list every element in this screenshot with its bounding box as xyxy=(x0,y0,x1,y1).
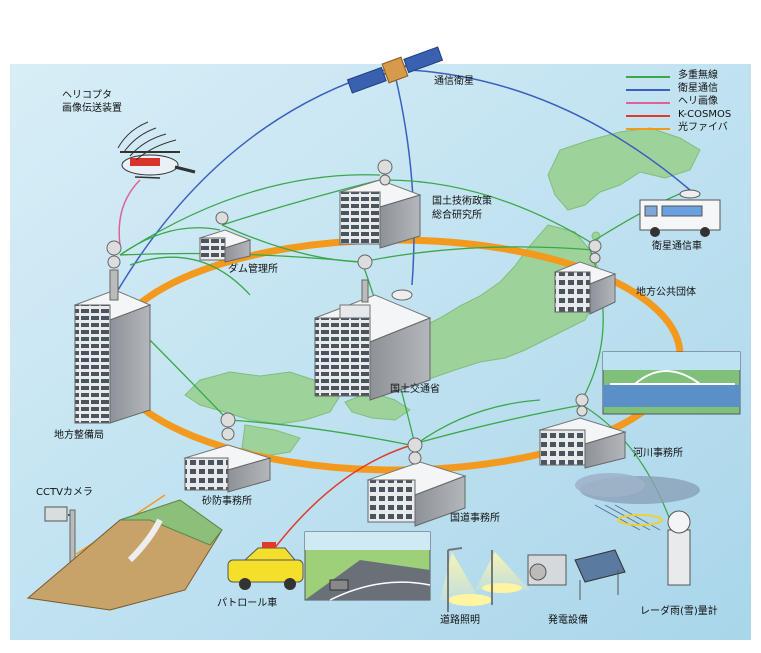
kcosmos-link xyxy=(261,444,413,566)
satellite-truck-icon xyxy=(639,189,721,237)
legend-label: 多重無線 xyxy=(678,70,718,81)
legend-swatch xyxy=(626,128,670,130)
legend-item-heli: ヘリ画像 xyxy=(622,96,752,109)
road-lighting-icon xyxy=(440,547,530,612)
cctv-camera-icon xyxy=(44,506,76,576)
legend-label: 衛星通信 xyxy=(678,83,718,94)
label-sabo-office: 砂防事務所 xyxy=(202,496,252,507)
bridge-photo xyxy=(602,351,741,415)
label-satellite: 通信衛星 xyxy=(434,76,474,87)
label-local-government: 地方公共団体 xyxy=(636,287,696,298)
label-radar-gauge: レーダ雨(雪)量計 xyxy=(640,606,718,617)
highway-photo xyxy=(304,531,431,601)
legend-swatch xyxy=(626,115,670,117)
label-patrol-car: パトロール車 xyxy=(217,598,278,609)
ministry-building xyxy=(313,254,432,401)
label-helicopter-1: ヘリコプタ xyxy=(62,90,112,101)
satellite-links xyxy=(117,69,691,291)
label-cctv: CCTVカメラ xyxy=(36,487,93,498)
legend-label: K-COSMOS xyxy=(678,109,732,120)
label-road-lighting: 道路照明 xyxy=(440,615,480,626)
label-road-office: 国道事務所 xyxy=(450,513,500,524)
label-dam-office: ダム管理所 xyxy=(228,264,278,275)
river-office-building xyxy=(538,393,627,469)
dam-office-building xyxy=(198,211,252,263)
legend-label: 光ファイバ xyxy=(678,122,728,133)
label-power-equipment: 発電設備 xyxy=(548,615,588,626)
label-ministry: 国土交通省 xyxy=(390,384,440,395)
legend: 多重無線 衛星通信 ヘリ画像 K-COSMOS 光ファイバ xyxy=(622,70,752,135)
heli-image-link xyxy=(118,179,141,246)
power-equipment-icon xyxy=(527,549,626,600)
local-government-building xyxy=(553,239,617,315)
satellite-icon xyxy=(346,46,444,94)
legend-swatch xyxy=(626,102,670,104)
label-research-2: 総合研究所 xyxy=(432,210,482,221)
legend-swatch xyxy=(626,76,670,78)
research-institute-building xyxy=(338,159,422,249)
legend-item-fiber: 光ファイバ xyxy=(622,122,752,135)
label-river-office: 河川事務所 xyxy=(633,448,683,459)
legend-label: ヘリ画像 xyxy=(678,96,718,107)
label-research-1: 国土技術政策 xyxy=(432,196,492,207)
helicopter-icon xyxy=(117,121,196,179)
patrol-car-icon xyxy=(227,542,304,590)
regional-bureau-building xyxy=(73,240,152,424)
legend-swatch xyxy=(626,89,670,91)
legend-item-kcosmos: K-COSMOS xyxy=(622,109,752,122)
road-office-building xyxy=(366,437,467,527)
legend-item-satellite: 衛星通信 xyxy=(622,83,752,96)
label-satellite-truck: 衛星通信車 xyxy=(652,241,702,252)
label-regional-bureau: 地方整備局 xyxy=(54,430,104,441)
label-helicopter-2: 画像伝送装置 xyxy=(62,103,122,114)
landslide-terrain-illustration xyxy=(26,499,223,611)
legend-item-radio: 多重無線 xyxy=(622,70,752,83)
sabo-office-building xyxy=(183,412,272,493)
radar-rain-gauge-icon xyxy=(575,473,700,586)
